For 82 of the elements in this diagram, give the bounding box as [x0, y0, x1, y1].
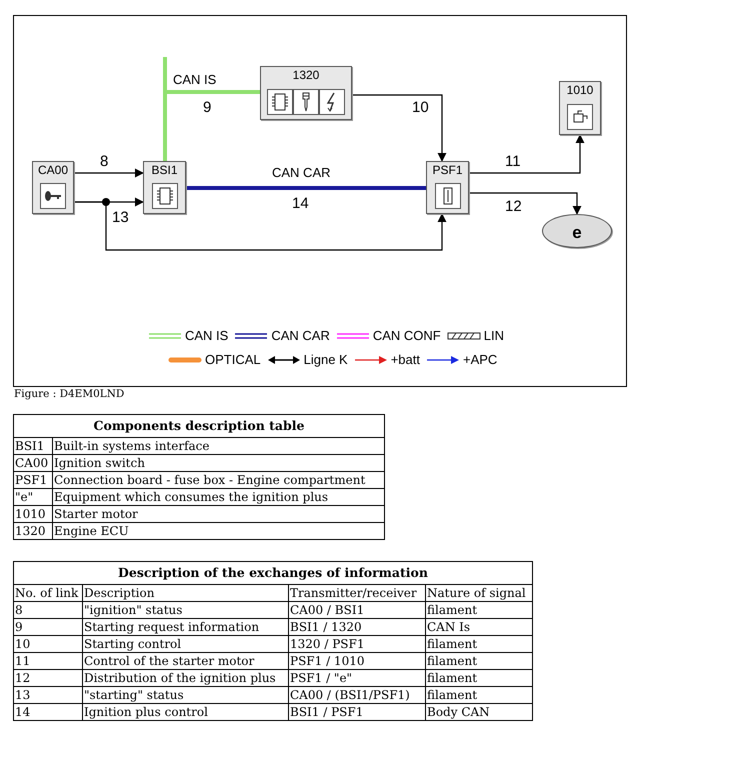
table-title: Components description table [14, 414, 384, 438]
column-header: No. of link [14, 584, 82, 602]
bus-name: CAN CAR [272, 166, 331, 179]
table-cell: 1320 / PSF1 [288, 636, 426, 652]
table-cell: Equipment which consumes the ignition plus [52, 488, 384, 506]
table-cell: Built-in systems interface [52, 438, 384, 454]
table-cell: 8 [14, 602, 82, 618]
connector-arrow [74, 201, 446, 251]
table-cell: 10 [14, 636, 82, 652]
component-box [32, 161, 74, 214]
legend-label: CAN CAR [271, 328, 330, 343]
table-cell: "ignition" status [82, 602, 288, 618]
ellipse-node [542, 214, 612, 248]
table-cell: "e" [14, 488, 52, 506]
table-cell: filament [426, 636, 532, 652]
edge-label: 13 [112, 210, 129, 225]
edge-label: 9 [203, 100, 212, 115]
table-cell: PSF1 [14, 472, 52, 488]
legend-label: LIN [484, 328, 504, 343]
edge-label: 11 [505, 154, 521, 169]
table-cell: BSI1 / PSF1 [288, 704, 426, 720]
node-label: 1320 [292, 68, 320, 82]
table-cell: Starting request information [82, 618, 288, 636]
column-header: Description [82, 584, 288, 602]
legend-label: CAN IS [185, 328, 228, 343]
legend-label: +APC [463, 352, 498, 367]
table-cell: Control of the starter motor [82, 652, 288, 670]
edge-label: 12 [505, 199, 522, 214]
table-cell: 13 [14, 686, 82, 704]
table-cell: "starting" status [82, 686, 288, 704]
table-cell: 12 [14, 670, 82, 686]
table-cell: 9 [14, 618, 82, 636]
node-label: PSF1 [431, 163, 464, 177]
table-cell: filament [426, 670, 532, 686]
component-box [143, 161, 186, 214]
column-header: Nature of signal [426, 584, 532, 602]
table-cell: filament [426, 686, 532, 704]
node-label: e [571, 223, 583, 243]
figure-caption: Figure : D4EM0LND [14, 388, 124, 400]
connector-arrow [469, 192, 582, 215]
table-cell: 11 [14, 652, 82, 670]
table-cell: PSF1 / "e" [288, 670, 426, 686]
table-cell: CA00 / BSI1 [288, 602, 426, 618]
connector-arrow [469, 134, 584, 174]
table-cell: BSI1 [14, 438, 52, 454]
bus-line [186, 186, 426, 190]
table-cell: CA00 [14, 454, 52, 472]
table-cell: CA00 / (BSI1/PSF1) [288, 686, 426, 704]
edge-label: 14 [292, 196, 309, 211]
table-cell: Starter motor [52, 506, 384, 522]
component-box [426, 161, 469, 214]
table-cell: 14 [14, 704, 82, 720]
table-cell: Ignition plus control [82, 704, 288, 720]
table-cell: filament [426, 602, 532, 618]
table-cell: PSF1 / 1010 [288, 652, 426, 670]
table-cell: BSI1 / 1320 [288, 618, 426, 636]
table-cell: Engine ECU [52, 522, 384, 540]
component-box [260, 66, 352, 120]
table-cell: 1320 [14, 522, 52, 540]
table-cell: Body CAN [426, 704, 532, 720]
legend-label: OPTICAL [205, 352, 261, 367]
node-label: CA00 [36, 163, 70, 177]
table-cell: filament [426, 652, 532, 670]
node-label: BSI1 [150, 163, 178, 177]
connector-arrow [352, 94, 446, 162]
column-header: Transmitter/receiver [288, 584, 426, 602]
component-box [559, 81, 601, 135]
table-cell: Ignition switch [52, 454, 384, 472]
legend-label: CAN CONF [372, 328, 441, 343]
table-cell: CAN Is [426, 618, 532, 636]
node-label: 1010 [566, 83, 594, 97]
table-title: Description of the exchanges of information [14, 562, 532, 584]
edge-label: 10 [412, 100, 429, 115]
table-cell: Connection board - fuse box - Engine compartment [52, 472, 384, 488]
legend-label: +batt [390, 352, 420, 367]
table-cell: Distribution of the ignition plus [82, 670, 288, 686]
bus-name: CAN IS [173, 73, 216, 86]
legend-label: Ligne K [304, 352, 348, 367]
table-cell: Starting control [82, 636, 288, 652]
connector-arrow [74, 168, 144, 178]
edge-label: 8 [100, 154, 108, 169]
table-cell: 1010 [14, 506, 52, 522]
